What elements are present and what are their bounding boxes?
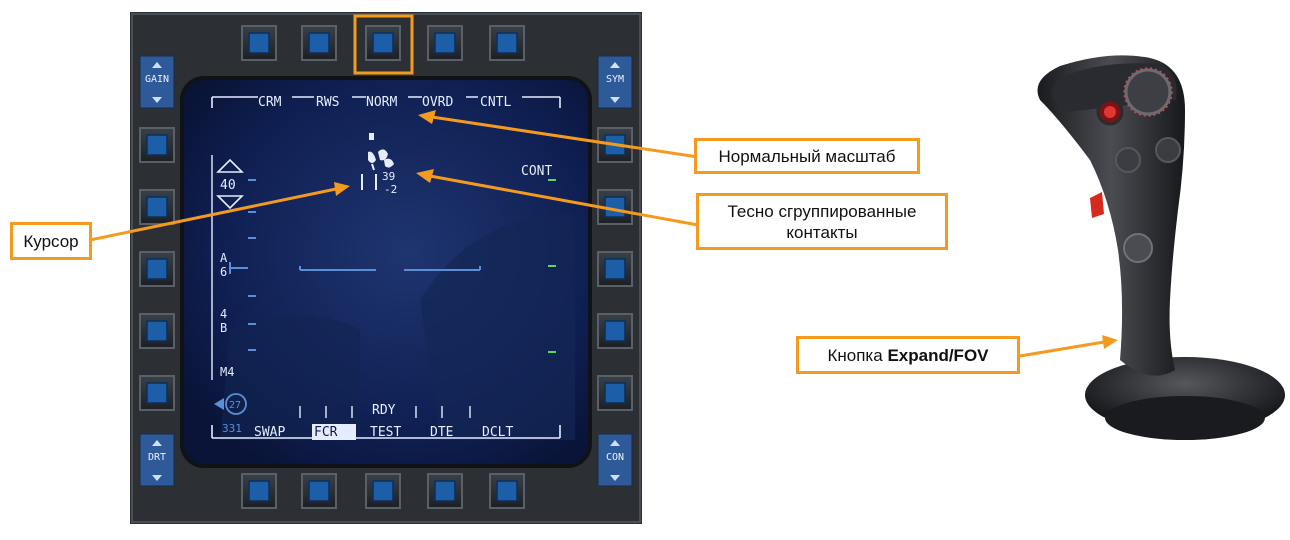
osb-bottom-1[interactable] [241, 473, 277, 509]
contact-altitude-bottom: -2 [384, 183, 397, 196]
rocker-drt[interactable]: DRT [139, 433, 175, 487]
osb-top-5[interactable] [489, 25, 525, 61]
radar-symbology [211, 96, 561, 440]
arrowhead-expand [1102, 335, 1118, 349]
callout-normal-scale: Нормальный масштаб [694, 138, 920, 174]
range-value: 40 [220, 178, 236, 193]
top-label-norm: NORM [366, 95, 397, 110]
bottom-left-value: 331 [222, 422, 242, 435]
bottom-label-test: TEST [370, 425, 401, 440]
osb-left-2[interactable] [139, 189, 175, 225]
callout-expand-bold: Expand/FOV [887, 345, 989, 365]
bottom-label-swap: SWAP [254, 425, 285, 440]
osb-right-4[interactable] [597, 313, 633, 349]
rocker-con-label: CON [606, 452, 624, 463]
arrow-expand [1019, 340, 1105, 358]
azimuth-value-top: A [220, 251, 228, 265]
arrowhead-normal-scale [418, 110, 436, 124]
osb-bottom-row [241, 473, 525, 509]
osb-top-1[interactable] [241, 25, 277, 61]
callout-normal-scale-text: Нормальный масштаб [718, 146, 896, 166]
osb-top-3[interactable] [365, 25, 401, 61]
bar-value-top: 4 [220, 307, 227, 321]
callout-expand-prefix: Кнопка [827, 345, 888, 365]
callout-expand-fov: Кнопка Expand/FOV [796, 336, 1020, 374]
norm-osb-highlight [353, 14, 414, 75]
rocker-gain[interactable]: GAIN [139, 55, 175, 109]
rocker-con[interactable]: CON [597, 433, 633, 487]
osb-top-row [241, 25, 525, 61]
osb-right-3[interactable] [597, 251, 633, 287]
top-label-cntl: CNTL [480, 95, 511, 110]
callout-cursor: Курсор [10, 222, 92, 260]
rocker-gain-label: GAIN [145, 74, 169, 85]
mfd-unit [130, 12, 642, 524]
cont-label: CONT [521, 164, 552, 179]
contact-altitude-top: 39 [382, 170, 395, 183]
rocker-sym[interactable]: SYM [597, 55, 633, 109]
bottom-label-fcr: FCR [314, 425, 338, 440]
rocker-drt-label: DRT [148, 452, 166, 463]
bar-value-bottom: B [220, 321, 227, 335]
osb-left-5[interactable] [139, 375, 175, 411]
top-label-rws: RWS [316, 95, 339, 110]
fcr-selected-box [312, 424, 356, 440]
mode-value: M4 [220, 365, 234, 379]
joystick-illustration [1037, 55, 1285, 440]
osb-bottom-3[interactable] [365, 473, 401, 509]
arrow-normal-scale [431, 115, 699, 159]
osb-left-column [139, 127, 175, 411]
callout-grouped-contacts: Тесно сгруппированные контакты [696, 193, 948, 250]
bottom-label-dclt: DCLT [482, 425, 513, 440]
top-labels: CRM RWS NORM OVRD CNTL [258, 95, 511, 110]
osb-left-4[interactable] [139, 313, 175, 349]
osb-right-5[interactable] [597, 375, 633, 411]
callout-arrows [89, 110, 1118, 358]
osb-bottom-5[interactable] [489, 473, 525, 509]
osb-left-3[interactable] [139, 251, 175, 287]
azimuth-value-bottom: 6 [220, 265, 227, 279]
callout-grouped-contacts-line2: контакты [786, 222, 858, 242]
bottom-labels: SWAP FCR TEST DTE DCLT [254, 425, 513, 440]
heading-value: 27 [229, 400, 241, 411]
top-label-ovrd: OVRD [422, 95, 453, 110]
arrowhead-grouped-contacts [416, 169, 434, 183]
bottom-label-dte: DTE [430, 425, 453, 440]
osb-bottom-4[interactable] [427, 473, 463, 509]
arrowhead-cursor [334, 182, 350, 196]
top-label-crm: CRM [258, 95, 282, 110]
status-text: RDY [372, 403, 396, 418]
osb-right-2[interactable] [597, 189, 633, 225]
osb-top-4[interactable] [427, 25, 463, 61]
osb-bottom-2[interactable] [301, 473, 337, 509]
arrow-grouped-contacts [429, 174, 699, 227]
rocker-sym-label: SYM [606, 74, 624, 85]
osb-left-1[interactable] [139, 127, 175, 163]
osb-top-2[interactable] [301, 25, 337, 61]
osb-right-column [597, 127, 633, 411]
callout-cursor-text: Курсор [23, 231, 79, 251]
callout-grouped-contacts-line1: Тесно сгруппированные [727, 201, 917, 221]
arrow-cursor [89, 187, 337, 242]
